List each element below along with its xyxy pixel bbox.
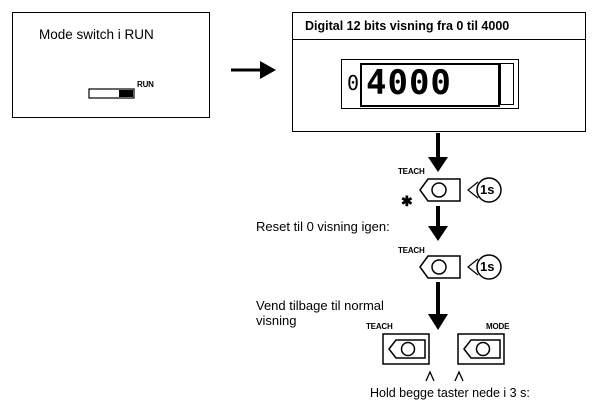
display-title-bar: [293, 13, 585, 40]
hold-text: Hold begge taster nede i 3 s:: [370, 386, 530, 400]
mode-switch-panel: Mode switch i RUN RUN: [12, 12, 210, 118]
press-caret-icon: [454, 370, 464, 382]
lcd-prefix: 0: [347, 71, 360, 95]
mode-label: MODE: [486, 322, 510, 331]
arrow-down-icon: [428, 226, 448, 241]
return-text-line2: visning: [256, 313, 297, 328]
teach-label-1: TEACH: [398, 167, 425, 176]
teach-label-3: TEACH: [366, 322, 393, 331]
display-title: Digital 12 bits visning fra 0 til 4000: [305, 19, 510, 33]
arrow-down-icon: [428, 157, 448, 172]
teach-label-2: TEACH: [398, 246, 425, 255]
press-caret-icon: [425, 370, 435, 382]
duration-2: 1s: [480, 259, 495, 274]
lcd-display: 0 4000: [341, 59, 519, 109]
duration-1: 1s: [480, 182, 495, 197]
lcd-window: [360, 63, 500, 107]
arrow-down-icon: [428, 314, 448, 330]
lcd-value: 4000: [366, 63, 452, 103]
asterisk-icon: ✱: [401, 193, 413, 209]
mode-switch-title: Mode switch i RUN: [39, 27, 154, 42]
run-switch-label: RUN: [137, 80, 154, 89]
run-switch-icon: [88, 88, 135, 99]
display-panel: Digital 12 bits visning fra 0 til 4000 0…: [292, 12, 586, 132]
lcd-right-segment: [500, 63, 514, 105]
reset-text: Reset til 0 visning igen:: [256, 219, 390, 234]
return-text-line1: Vend tilbage til normal: [256, 298, 384, 313]
